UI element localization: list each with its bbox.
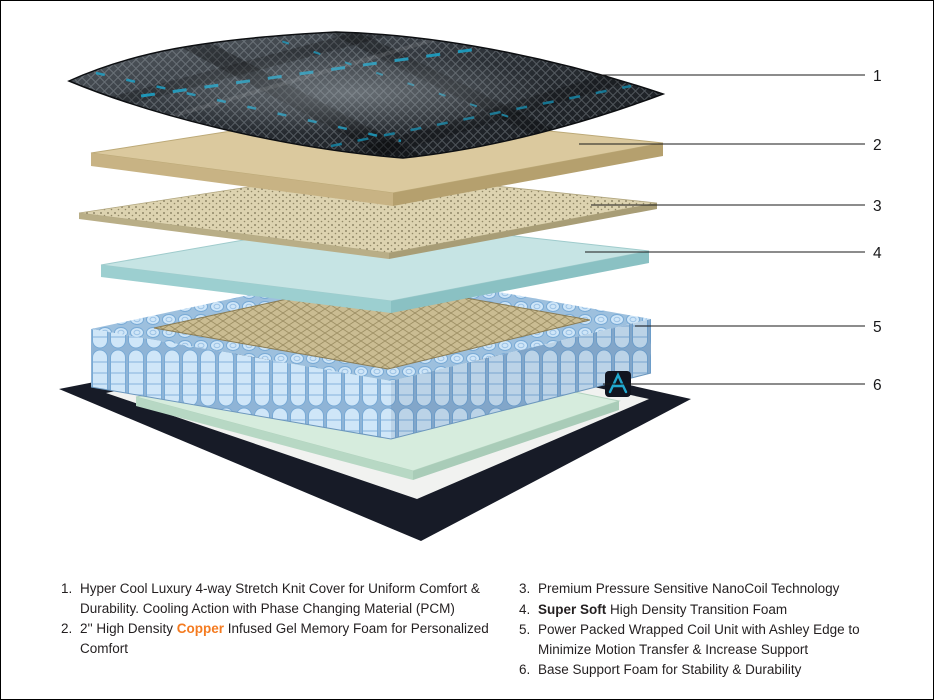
callout-number-4: 4: [873, 245, 882, 262]
legend-item-text: Base Support Foam for Stability & Durabi…: [538, 662, 802, 678]
legend-item-number: 4.: [519, 601, 531, 617]
legend-item-text: Premium Pressure Sensitive NanoCoil Tech…: [538, 581, 840, 596]
legend-item-text: Super Soft High Density Transition Foam: [538, 601, 788, 617]
legend-item-3: 3. Premium Pressure Sensitive NanoCoil T…: [519, 579, 891, 599]
layer-knit-cover: [67, 31, 666, 159]
legend-item-number: 5.: [519, 622, 531, 638]
callout-number-2: 2: [873, 137, 882, 154]
legend-column-right: 3. Premium Pressure Sensitive NanoCoil T…: [519, 579, 891, 681]
legend-item-number: 3.: [519, 581, 531, 596]
exploded-view-illustration: 1 2 3 4 5 6: [59, 31, 882, 541]
legend-item-6: 6. Base Support Foam for Stability & Dur…: [519, 660, 891, 680]
legend-item-number: 1.: [61, 581, 73, 596]
bold-highlight: Super Soft: [538, 601, 607, 617]
callout-number-5: 5: [873, 319, 882, 336]
legend: 1. Hyper Cool Luxury 4-way Stretch Knit …: [1, 579, 933, 681]
legend-column-left: 1. Hyper Cool Luxury 4-way Stretch Knit …: [61, 579, 507, 681]
legend-item-1: 1. Hyper Cool Luxury 4-way Stretch Knit …: [61, 579, 507, 618]
legend-item-number: 6.: [519, 662, 531, 678]
legend-item-number: 2.: [61, 621, 73, 637]
layer-wrapped-coil-unit: [90, 269, 652, 440]
copper-highlight: Copper: [176, 621, 224, 637]
layer-nanocoil: [78, 170, 658, 259]
callout-number-6: 6: [873, 377, 882, 394]
callouts: 1 2 3 4 5 6: [579, 68, 882, 394]
legend-item-text: Power Packed Wrapped Coil Unit with Ashl…: [538, 622, 860, 657]
legend-item-5: 5. Power Packed Wrapped Coil Unit with A…: [519, 620, 891, 659]
legend-item-2: 2. 2'' High Density Copper Infused Gel M…: [61, 619, 507, 658]
legend-item-text: 2'' High Density Copper Infused Gel Memo…: [80, 621, 489, 656]
legend-item-4: 4. Super Soft High Density Transition Fo…: [519, 600, 891, 620]
callout-number-3: 3: [873, 198, 882, 215]
callout-number-1: 1: [873, 68, 882, 85]
legend-item-text: Hyper Cool Luxury 4-way Stretch Knit Cov…: [80, 581, 480, 616]
